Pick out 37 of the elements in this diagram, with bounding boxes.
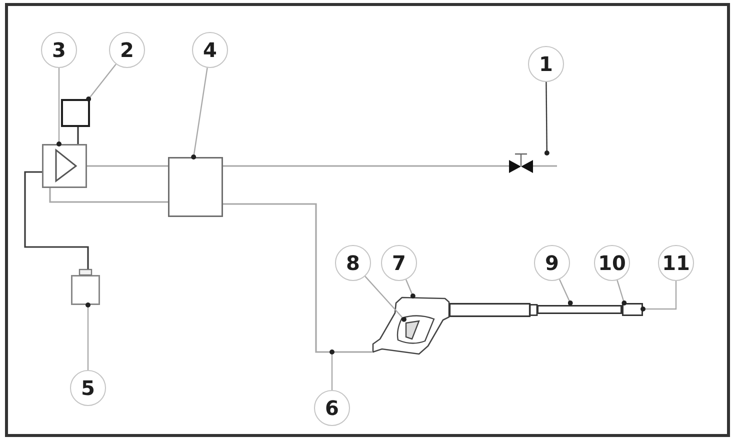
square-block xyxy=(61,99,90,127)
pipe-line xyxy=(223,203,372,353)
rectangular-block xyxy=(168,157,223,217)
pipe-line xyxy=(49,188,168,203)
trigger-drawing xyxy=(404,319,422,341)
leader-line xyxy=(640,281,677,312)
pipe-line xyxy=(87,165,168,167)
lance-drawing xyxy=(449,303,622,317)
callout-number: 7 xyxy=(381,245,417,281)
leader-line xyxy=(544,82,550,156)
pump-symbol xyxy=(42,144,87,188)
nozzle xyxy=(622,303,643,316)
pipe-line xyxy=(223,165,509,167)
callout-number: 1 xyxy=(528,46,564,82)
leader-line xyxy=(616,280,627,306)
callout-number: 10 xyxy=(594,245,630,281)
callout-number: 3 xyxy=(41,32,77,68)
leader-line xyxy=(56,68,62,146)
valve-symbol xyxy=(509,153,557,173)
callout-number: 2 xyxy=(109,32,145,68)
leader-line xyxy=(191,68,208,160)
leader-line xyxy=(558,279,573,306)
leader-line xyxy=(330,350,334,390)
callout-number: 5 xyxy=(70,370,106,406)
pipe-line xyxy=(24,171,89,269)
callout-number: 11 xyxy=(658,245,694,281)
leader-line xyxy=(364,276,406,322)
pipe-line xyxy=(77,127,79,144)
spray-gun-drawing xyxy=(372,296,450,356)
leader-line xyxy=(405,279,416,298)
container-symbol xyxy=(71,269,100,305)
leader-line xyxy=(86,64,116,102)
leader-line xyxy=(86,302,90,370)
callout-number: 6 xyxy=(314,390,350,426)
callout-number: 8 xyxy=(335,245,371,281)
callout-number: 4 xyxy=(192,32,228,68)
callout-number: 9 xyxy=(534,245,570,281)
